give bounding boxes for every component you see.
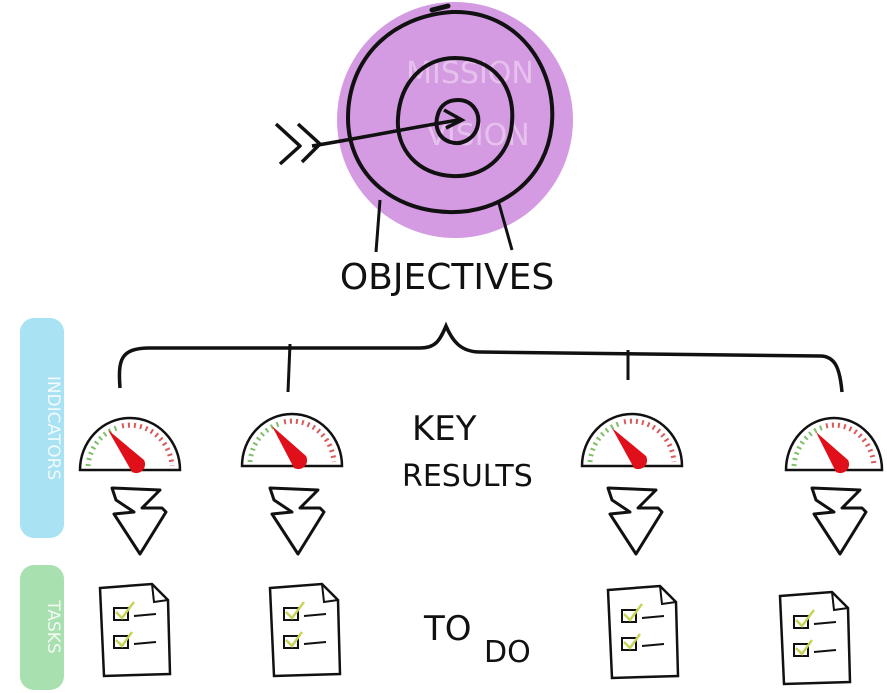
doc-check-1 [795,609,815,628]
doc-line-2 [133,641,157,645]
gauge-outline [78,416,182,472]
checklist-document-icon [606,584,680,680]
doc-line-2 [303,641,327,645]
side-label-indicators: INDICATORS [20,318,64,538]
gauge-ticks-green [587,420,623,463]
doc-line-1 [813,621,837,625]
doc-line-2 [813,649,837,653]
gauge-outline [240,412,344,468]
doc-check-1 [115,601,135,620]
doc-check-2 [795,639,814,656]
doc-checkbox-1 [283,607,299,621]
side-label-tasks: TASKS [20,565,64,690]
doc-fold [321,583,339,604]
mission-text: MISSION [406,56,534,91]
zigzag-arrow-outline [110,486,168,556]
key-results-label-line1: KEY [412,409,477,449]
gauge-icon [78,416,182,474]
doc-page [606,584,680,680]
zigzag-down-arrow-icon [268,486,326,556]
objectives-brace [117,321,844,393]
doc-page [268,582,342,678]
doc-line-1 [303,613,327,617]
gauge-ticks-green [85,424,121,467]
objectives-label: OBJECTIVES [340,257,554,298]
zigzag-down-arrow-icon [606,486,664,556]
target-ring-middle [395,55,515,179]
target-leg-right [496,199,514,251]
side-strip-blue [20,318,64,538]
gauge-needle [612,428,648,470]
target-ring-outer [345,9,555,215]
doc-fold [659,585,677,606]
doc-line-1 [133,613,157,617]
target-ring-inner [434,97,481,145]
side-strip-green [20,565,64,690]
doc-page [98,582,172,678]
brace-tick-2 [286,343,292,393]
todo-label-line2: DO [484,635,531,670]
checklist-document-icon [268,582,342,678]
arrow-shaft [311,118,459,148]
zigzag-arrow-outline [606,486,664,556]
doc-checkbox-2 [113,635,129,649]
doc-line-2 [641,643,665,647]
doc-check-2 [623,633,642,650]
gauge-needle [816,432,850,474]
doc-check-2 [285,631,304,648]
doc-check-2 [115,631,134,648]
doc-checkbox-2 [793,643,809,657]
arrow-fletch-2 [296,122,322,164]
target-top-mark [429,3,451,13]
doc-checkbox-1 [793,615,809,629]
arrow-icon [274,108,466,166]
doc-check-1 [623,603,643,622]
side-label-tasks-text: TASKS [43,599,63,653]
doc-checkbox-2 [621,637,637,651]
target-leg-left [374,199,382,253]
zigzag-down-arrow-icon [110,486,168,556]
side-label-indicators-text: INDICATORS [43,376,63,480]
checklist-document-icon [98,582,172,678]
doc-checkbox-1 [113,607,129,621]
arrow-fletch-1 [274,122,302,166]
key-results-label-line2: RESULTS [402,459,533,494]
zigzag-arrow-outline [268,486,326,556]
gauge-outline [580,412,684,468]
doc-line-1 [641,615,665,619]
gauge-needle [108,430,146,474]
doc-fold [831,591,849,612]
target-icon: MISSION VISION [337,2,573,253]
arrow-head [443,108,466,130]
gauge-icon [784,416,884,474]
doc-checkbox-1 [621,609,637,623]
gauge-icon [580,412,684,470]
gauge-icon [240,412,344,470]
zigzag-down-arrow-icon [810,486,868,556]
checklist-document-icon [778,590,852,686]
doc-checkbox-2 [283,635,299,649]
gauge-ticks-green [247,420,283,463]
zigzag-arrow-outline [810,486,868,556]
doc-fold [151,583,169,604]
doc-page [778,590,852,686]
gauge-needle [272,426,308,470]
doc-check-1 [285,601,305,620]
brace-line [117,321,844,393]
gauge-outline [784,416,884,472]
todo-label-line1: TO [423,609,472,649]
